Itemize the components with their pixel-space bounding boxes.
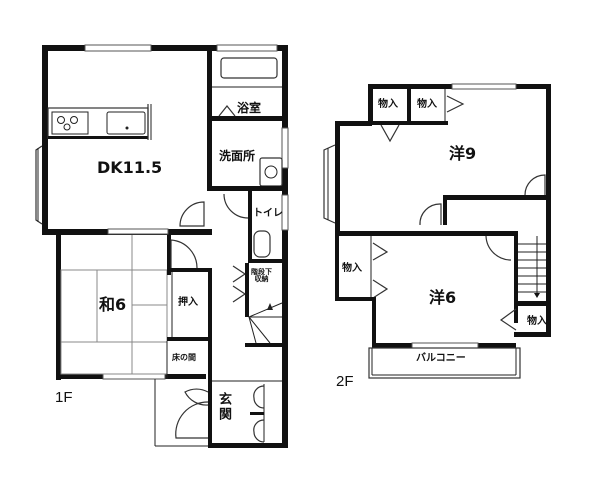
- room-label-storage-d: 物入: [527, 316, 547, 327]
- floor-2: [323, 83, 551, 379]
- floor-label-2f: 2F: [336, 373, 354, 390]
- room-label-storage-c: 物入: [342, 263, 362, 274]
- room-label-dk: DK11.5: [97, 158, 163, 177]
- room-label-bath: 浴室: [237, 101, 262, 115]
- room-label-western6: 洋6: [429, 288, 457, 307]
- room-label-washitsu: 和6: [99, 295, 127, 314]
- stair-storage-line1: 階段下: [251, 268, 272, 276]
- room-label-genkan: 玄関: [216, 392, 231, 422]
- room-label-western9: 洋9: [449, 144, 477, 163]
- room-label-balcony: バルコニー: [416, 353, 466, 364]
- room-label-storage-b: 物入: [417, 99, 437, 110]
- floor-label-1f: 1F: [55, 389, 73, 406]
- room-label-stair-storage: 階段下 収納: [251, 269, 272, 283]
- room-label-toilet: トイレ: [253, 208, 283, 219]
- room-label-tokonoma: 床の間: [172, 353, 196, 362]
- room-label-washroom: 洗面所: [219, 149, 256, 163]
- room-label-oshiire: 押入: [178, 297, 198, 308]
- floor-1: [35, 44, 289, 448]
- stair-storage-line2: 収納: [254, 275, 269, 283]
- room-label-storage-a: 物入: [378, 99, 398, 110]
